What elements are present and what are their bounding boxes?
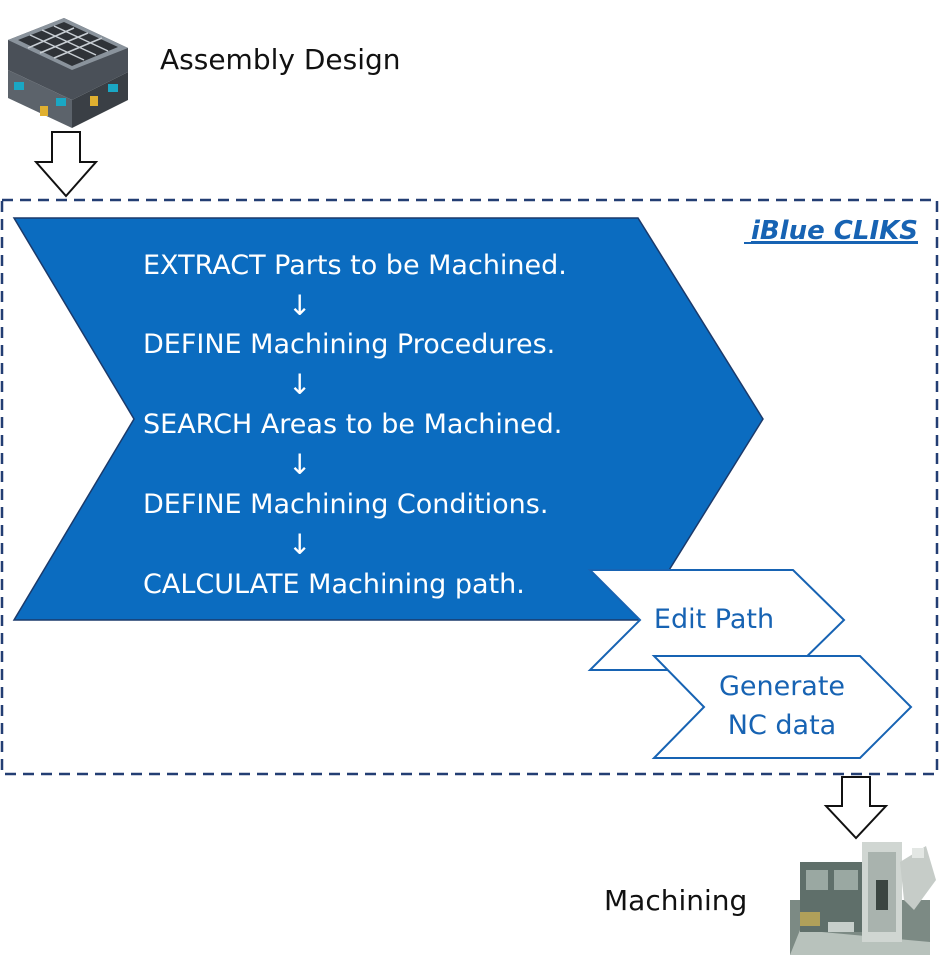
step-arrow-2: ↓ xyxy=(288,368,311,401)
machining-image xyxy=(790,842,936,955)
generate-nc-chevron xyxy=(651,655,913,759)
generate-label-line1: Generate xyxy=(719,671,845,702)
assembly-design-caption: Assembly Design xyxy=(160,43,401,76)
down-arrow-icon-top xyxy=(33,131,99,198)
step-define-conditions: DEFINE Machining Conditions. xyxy=(143,489,548,520)
edit-path-label: Edit Path xyxy=(654,604,774,635)
iblue-cliks-label: iBlue CLIKS xyxy=(751,216,918,246)
down-arrow-icon-bottom xyxy=(823,776,889,840)
step-extract: EXTRACT Parts to be Machined. xyxy=(143,250,567,281)
step-search-areas: SEARCH Areas to be Machined. xyxy=(143,409,562,440)
step-arrow-4: ↓ xyxy=(288,528,311,561)
generate-label-line2: NC data xyxy=(728,710,836,741)
step-arrow-3: ↓ xyxy=(288,448,311,481)
step-define-procedures: DEFINE Machining Procedures. xyxy=(143,329,555,360)
step-arrow-1: ↓ xyxy=(288,289,311,322)
machining-caption: Machining xyxy=(604,884,747,917)
main-process-chevron xyxy=(12,217,764,621)
assembly-design-image xyxy=(8,18,128,128)
step-calculate-path: CALCULATE Machining path. xyxy=(143,569,525,600)
